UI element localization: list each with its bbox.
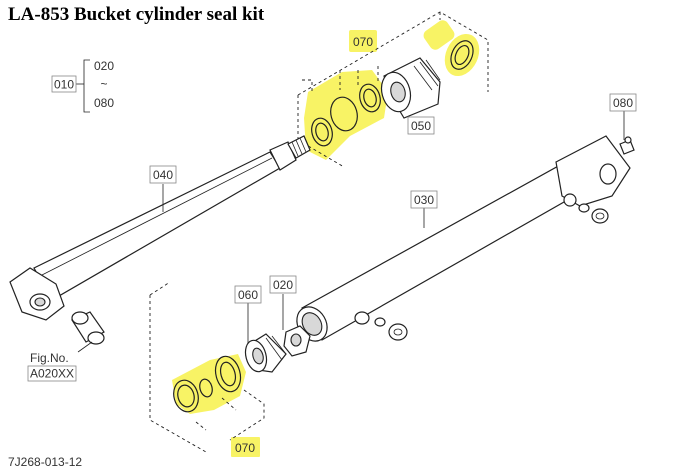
highlight-mark-top [423, 20, 455, 50]
seal-top-3 [359, 83, 381, 113]
label-box-080 [609, 93, 637, 112]
seal-stack-top [311, 40, 474, 147]
label-box-050 [407, 116, 435, 135]
rod-eye-bore-inner [34, 297, 46, 307]
tube-body [301, 163, 579, 341]
highlight-group-top [304, 20, 480, 160]
label-box-060 [234, 285, 262, 304]
range-bracket [83, 59, 90, 113]
leader-lines [76, 59, 625, 353]
leader-fig-no [77, 341, 93, 353]
nut-upper-hole [595, 212, 605, 220]
nut-lower [388, 323, 408, 341]
kit-box-bottom-leaders [195, 389, 265, 441]
washer-lower-1 [374, 317, 386, 327]
gland [380, 57, 441, 119]
piston-grooves [265, 335, 287, 361]
label-040: 040 [153, 168, 173, 182]
piston-nut-hole [290, 333, 302, 347]
nut-upper [591, 208, 609, 224]
seal-top-3-inner [363, 88, 377, 108]
label-box-fig-no [27, 365, 77, 382]
seal-bottom-2 [199, 378, 213, 398]
seal-stack-bottom [173, 355, 242, 413]
kit-box-bottom [149, 281, 207, 453]
highlight-group-bottom [172, 354, 260, 457]
rod-thread-lines [291, 137, 307, 157]
highlight-seal-stack-bottom [172, 354, 246, 414]
grease-nipple [619, 136, 635, 155]
diagram-title: LA-853 Bucket cylinder seal kit [8, 4, 265, 25]
bushing-end [71, 311, 89, 325]
fig-no-value: A020XX [30, 367, 74, 381]
label-range-start: 020 [94, 59, 114, 73]
washer-upper-1 [578, 203, 590, 213]
label-070-bottom: 070 [235, 441, 255, 455]
highlight-seal-stack-top [304, 70, 388, 160]
drawing-code: 7J268-013-12 [8, 455, 82, 469]
grease-nipple-tip [624, 136, 632, 144]
seal-bottom-3-inner [219, 361, 237, 387]
gland-grooves [413, 59, 441, 91]
tube-port-lower [354, 311, 370, 325]
part-labels: 010 020 ~ 080 040 070 050 080 030 020 06… [8, 35, 637, 469]
kit-box-top-leader [302, 79, 313, 92]
piston-nut [283, 325, 311, 357]
label-030: 030 [414, 193, 434, 207]
seal-top-ring-inner [454, 44, 470, 66]
label-050: 050 [411, 119, 431, 133]
piston-bore [252, 347, 264, 365]
seal-bottom-1 [173, 379, 199, 413]
seal-bottom-3 [214, 355, 242, 393]
label-060: 060 [238, 288, 258, 302]
rod-shaft-highlight-line [39, 157, 273, 277]
tube-open-end-inner [301, 312, 323, 336]
label-box-030 [410, 190, 438, 209]
highlight-ring-top-right [444, 33, 480, 77]
label-070-top: 070 [353, 35, 373, 49]
label-020: 020 [273, 278, 293, 292]
kit-box-top-markers [339, 66, 379, 90]
bushing-end-far [87, 331, 105, 345]
fig-no-caption: Fig.No. [30, 351, 69, 365]
label-box-010 [51, 75, 77, 93]
rod-collar [269, 141, 297, 171]
bushing [71, 311, 105, 345]
port-washers-lower [374, 317, 408, 341]
label-box-040 [149, 165, 177, 184]
highlight-label-070-bottom [231, 437, 260, 457]
tube-base-bore [599, 163, 617, 185]
seal-top-2 [330, 96, 358, 132]
seal-bottom-1-inner [177, 384, 195, 408]
seal-top-ring [450, 40, 474, 70]
label-080: 080 [613, 96, 633, 110]
piston-rod [9, 135, 311, 321]
label-box-020 [269, 275, 297, 294]
tube-base-clevis [555, 135, 631, 207]
cylinder-tube [296, 135, 631, 342]
highlight-label-070-top [349, 30, 377, 52]
port-washers-upper [578, 203, 609, 224]
nut-lower-hole [393, 328, 403, 336]
seal-top-1-inner [315, 122, 329, 142]
label-range-end: 080 [94, 96, 114, 110]
label-range-tilde: ~ [100, 77, 107, 91]
gland-bore [390, 81, 406, 103]
tube-port-upper [563, 193, 577, 207]
label-010: 010 [54, 78, 74, 92]
piston [244, 333, 287, 373]
seal-top-1 [311, 117, 333, 147]
